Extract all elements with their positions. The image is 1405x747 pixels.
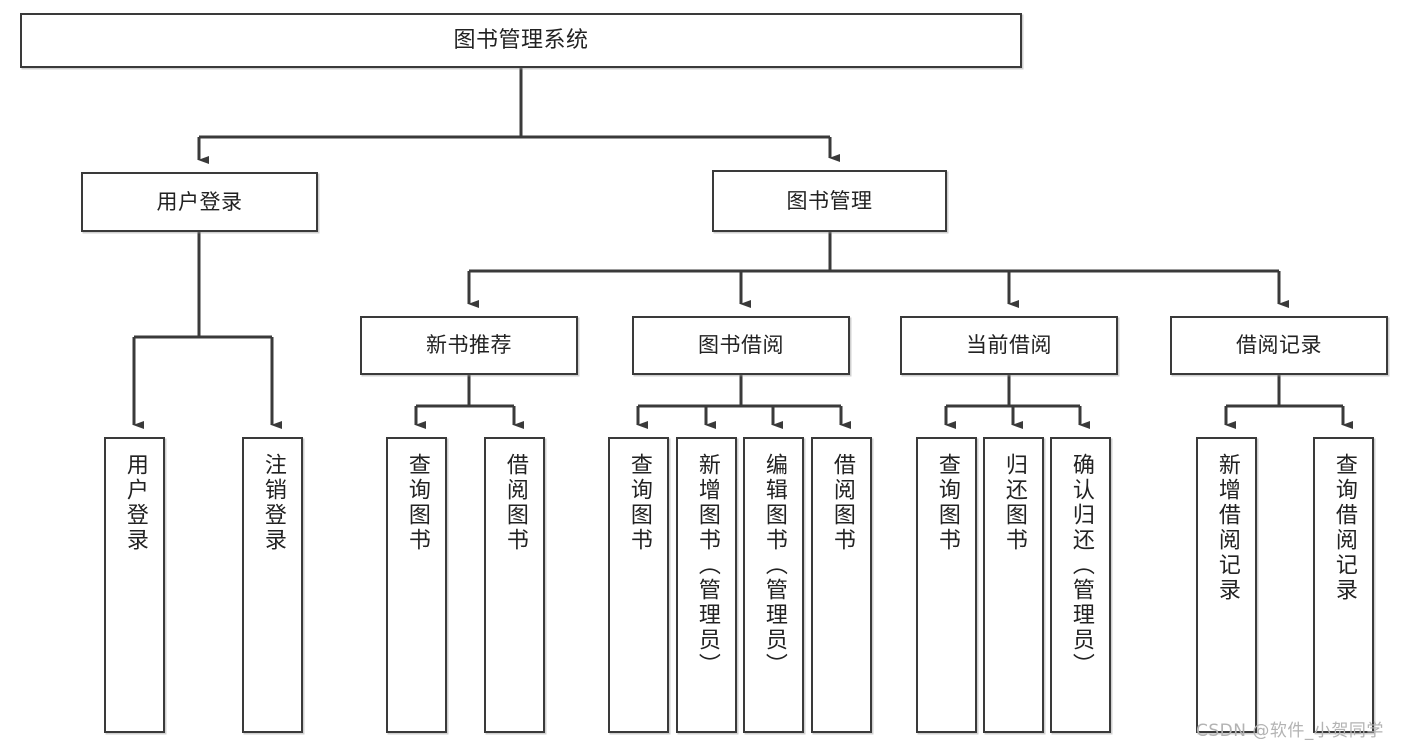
node-label: 用户登录 [156, 189, 243, 214]
node-label: 借阅图书 [502, 453, 528, 553]
node-label: 借阅图书 [829, 453, 855, 553]
csdn-watermark: CSDN @软件_小贺同学 [1196, 721, 1384, 741]
leaf-add-book[interactable]: 新增图书（管理员） [676, 437, 737, 733]
node-label: 图书借阅 [698, 333, 784, 358]
node-label: 图书管理系统 [453, 27, 589, 53]
node-label: 当前借阅 [966, 333, 1052, 358]
node-label: 新增图书（管理员） [694, 453, 720, 678]
node-label: 借阅记录 [1236, 333, 1322, 358]
leaf-add-record[interactable]: 新增借阅记录 [1196, 437, 1257, 733]
node-new-book-rec[interactable]: 新书推荐 [360, 316, 578, 375]
node-label: 图书管理 [786, 188, 873, 213]
leaf-confirm-return[interactable]: 确认归还（管理员） [1050, 437, 1111, 733]
node-label: 查询借阅记录 [1331, 453, 1357, 603]
leaf-edit-book[interactable]: 编辑图书（管理员） [743, 437, 804, 733]
node-label: 查询图书 [404, 453, 430, 553]
node-label: 归还图书 [1001, 453, 1027, 553]
node-current-borrow[interactable]: 当前借阅 [900, 316, 1118, 375]
node-book-borrow[interactable]: 图书借阅 [632, 316, 850, 375]
node-label: 新书推荐 [426, 333, 512, 358]
leaf-borrow-book-1[interactable]: 借阅图书 [484, 437, 545, 733]
node-label: 注销登录 [260, 453, 286, 553]
leaf-return-book[interactable]: 归还图书 [983, 437, 1044, 733]
node-label: 用户登录 [122, 453, 148, 553]
leaf-user-login[interactable]: 用户登录 [104, 437, 165, 733]
leaf-user-logout[interactable]: 注销登录 [242, 437, 303, 733]
node-label: 确认归还（管理员） [1068, 453, 1094, 678]
node-book-manage[interactable]: 图书管理 [712, 170, 947, 232]
node-label: 编辑图书（管理员） [761, 453, 787, 678]
leaf-query-record[interactable]: 查询借阅记录 [1313, 437, 1374, 733]
leaf-query-book-2[interactable]: 查询图书 [608, 437, 669, 733]
node-borrow-record[interactable]: 借阅记录 [1170, 316, 1388, 375]
node-label: 查询图书 [626, 453, 652, 553]
leaf-query-book-1[interactable]: 查询图书 [386, 437, 447, 733]
node-label: 查询图书 [934, 453, 960, 553]
leaf-borrow-book-2[interactable]: 借阅图书 [811, 437, 872, 733]
node-root-system[interactable]: 图书管理系统 [20, 13, 1022, 68]
node-label: 新增借阅记录 [1214, 453, 1240, 603]
node-user-login[interactable]: 用户登录 [81, 172, 318, 232]
leaf-query-book-3[interactable]: 查询图书 [916, 437, 977, 733]
